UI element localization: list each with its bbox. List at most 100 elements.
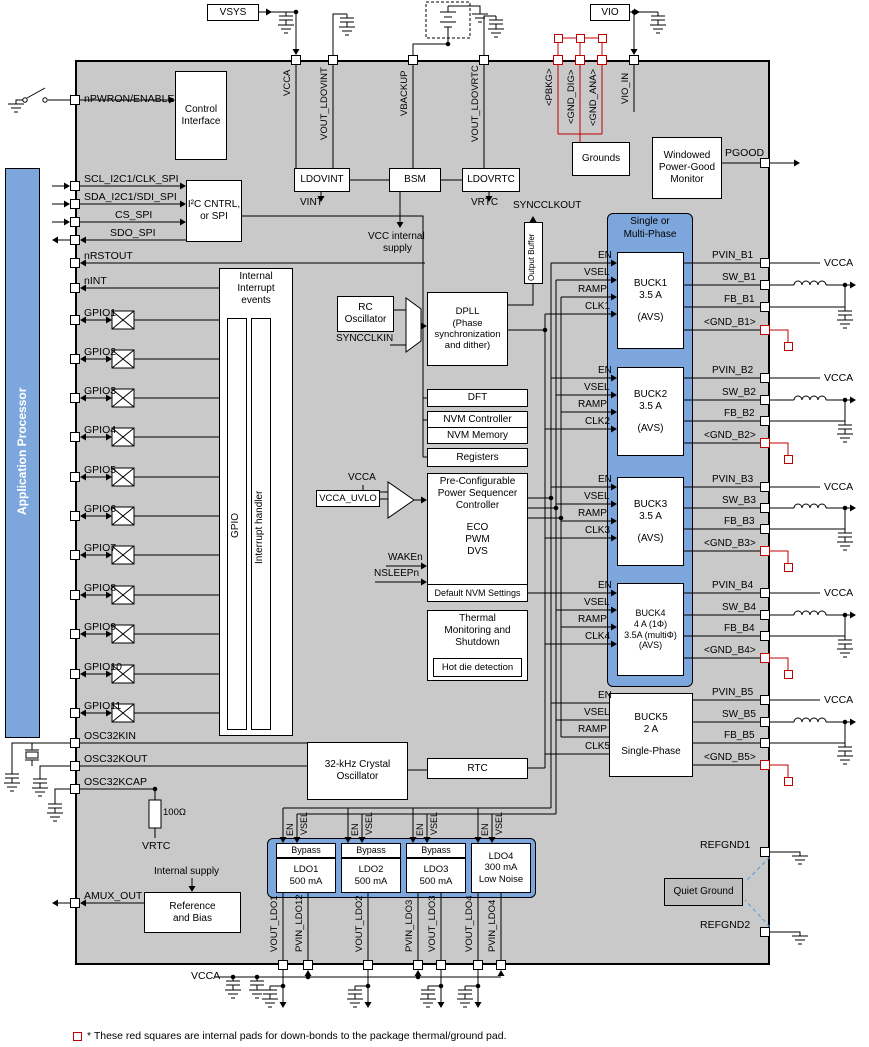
pad-gnd-b5 [783,776,793,786]
pin-refgnd1 [760,847,770,857]
gnd-b1-label: <GND_B1> [704,317,756,328]
nint-label: nINT [84,275,107,287]
pin-gpio10 [70,669,80,679]
vcc-supply-label: supply [383,243,412,254]
pin-pvin-ldo12 [303,960,313,970]
pin-gpio8 [70,590,80,600]
pin-gpio2 [70,354,80,364]
pin-npwron [70,95,80,105]
vout-ldo1-pin-label: VOUT_LDO1 [269,895,280,953]
buck3-ramp-label: RAMP [578,508,607,519]
gpio3-label: GPIO3 [84,385,117,397]
vcca-top-pin-label: VCCA [282,69,293,96]
osc32kcap-label: OSC32KCAP [84,776,148,788]
sdo-label: SDO_SPI [110,227,156,239]
nvm-controller-block: NVM Controller [427,411,528,428]
npwron-label: nPWRON/ENABLE [84,93,175,105]
pin-gnd-ana [597,55,607,65]
vint-label: VINT [300,197,323,208]
pin-sdo [70,235,80,245]
pin-gnd-b4 [760,653,770,663]
rtc-block: RTC [427,758,528,779]
resistor-label: 100Ω [163,807,186,818]
buck1-ramp-label: RAMP [578,284,607,295]
vout-ldovrtc-pin-label: VOUT_LDOVRTC [470,65,481,142]
pad-gnd-b4 [783,669,793,679]
pin-gpio11 [70,708,80,718]
sw-b4-label: SW_B4 [722,602,756,613]
internal-supply-label: Internal supply [154,866,220,877]
gpio10-label: GPIO10 [84,661,122,673]
pin-sw-b1 [760,280,770,290]
pvin-ldo12-pin-label: PVIN_LDO12 [294,894,305,952]
buck1-clk-label: CLK1 [585,301,611,312]
vcca-b5-label: VCCA [824,694,854,706]
buck4-ramp-label: RAMP [578,614,607,625]
application-processor-block [5,168,40,738]
buck2-clk-label: CLK2 [585,416,611,427]
pvin-ldo3-pin-label: PVIN_LDO3 [404,899,415,952]
ldo2-vsel-label: VSEL [364,811,374,835]
pin-pbkg [553,55,563,65]
vsys-box: VSYS [207,4,259,21]
gpio7-label: GPIO7 [84,542,117,554]
vcca-uvlo-block: VCCA_UVLO [316,490,380,507]
pin-gnd-dig [575,55,585,65]
pin-sda [70,199,80,209]
pin-gpio9 [70,629,80,639]
interrupt-handler-label: Interrupt handler [254,490,265,564]
output-buffer-label: Output Buffer [527,233,536,281]
pin-vout-ldo2 [363,960,373,970]
fb-b1-label: FB_B1 [724,294,755,305]
vcca-b1-label: VCCA [824,257,854,269]
vout-ldo4-pin-label: VOUT_LDO4 [464,895,475,953]
vrtc-mid-label: VRTC [471,197,499,208]
osc32kin-label: OSC32KIN [84,730,136,742]
vio-box: VIO [590,4,630,21]
buck1-vsel-label: VSEL [584,267,610,278]
pad-gnd-b1 [783,341,793,351]
vcca-b4-label: VCCA [824,587,854,599]
buck3-en-label: EN [598,474,612,485]
fb-b4-label: FB_B4 [724,623,755,634]
pin-amux-out [70,898,80,908]
bsm-block: BSM [389,168,441,192]
sw-b1-label: SW_B1 [722,272,756,283]
hot-die-block: Hot die detection [433,658,522,677]
pad-gnd-b2 [783,454,793,464]
pin-vout-ldo1 [278,960,288,970]
ldo1-bypass-block: Bypass [276,843,336,858]
pin-pvin-ldo3 [413,960,423,970]
pin-pvin-b5 [760,695,770,705]
osc32kout-label: OSC32KOUT [84,753,148,765]
pin-gpio4 [70,432,80,442]
pin-vio-in [629,55,639,65]
buck2-vsel-label: VSEL [584,382,610,393]
buck5-ramp-label: RAMP [578,724,607,735]
pin-fb-b5 [760,738,770,748]
waken-label: WAKEn [388,552,423,563]
single-or-label: Single or [630,216,670,227]
pin-vout-ldo3 [436,960,446,970]
dft-block: DFT [427,389,528,407]
multi-phase-label: Multi-Phase [623,229,677,240]
interrupt-handler-column [251,318,271,730]
pvin-b1-label: PVIN_B1 [712,250,754,261]
pin-fb-b4 [760,631,770,641]
gnd-b3-label: <GND_B3> [704,538,756,549]
vout-ldo3-pin-label: VOUT_LDO3 [427,895,438,953]
pin-gpio6 [70,511,80,521]
pin-sw-b2 [760,395,770,405]
gpio6-label: GPIO6 [84,503,117,515]
gpio9-label: GPIO9 [84,621,117,633]
output-buffer-block [524,222,543,284]
quiet-ground-block: Quiet Ground [664,878,743,906]
pin-pvin-b1 [760,258,770,268]
